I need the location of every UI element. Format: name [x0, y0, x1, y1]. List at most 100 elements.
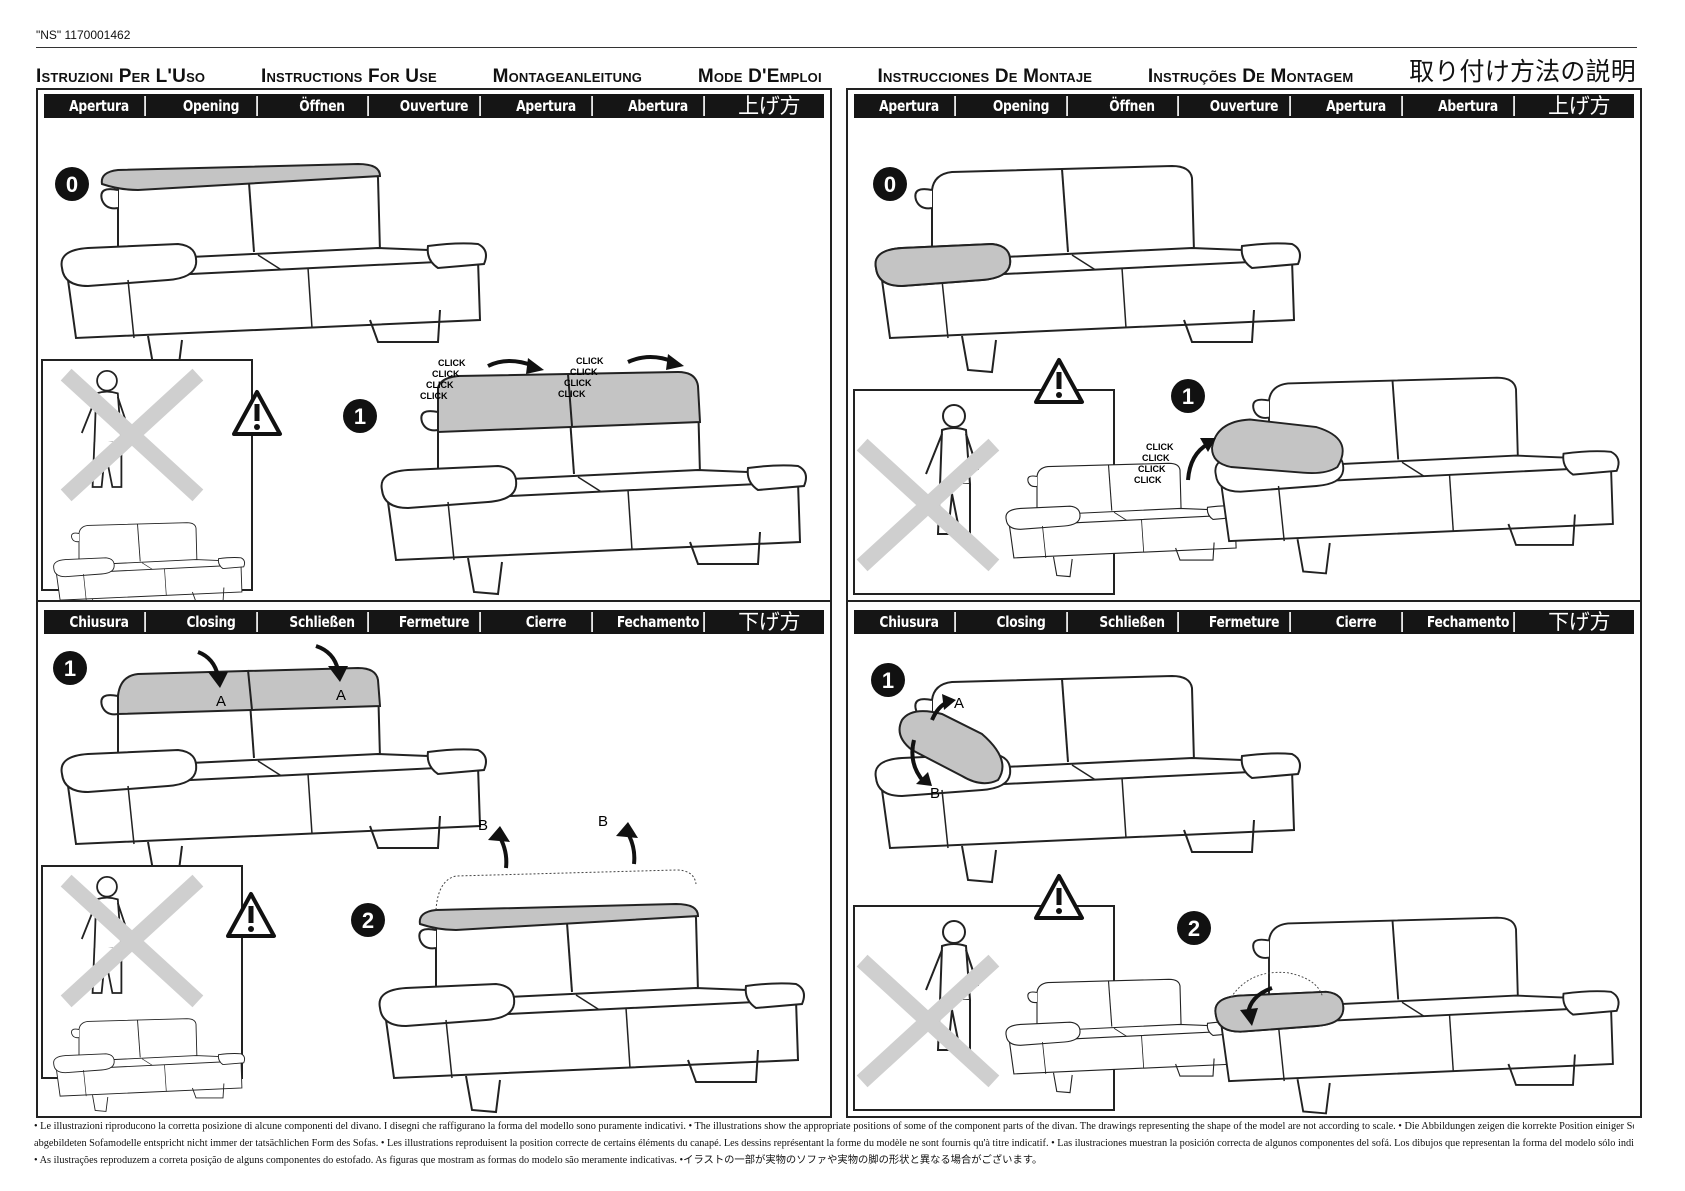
closing-label-fr: Fermeture	[389, 612, 481, 632]
svg-text:A: A	[954, 695, 964, 712]
click-indicator-right: CLICK CLICK CLICK CLICK	[558, 354, 684, 399]
title-de: Montageanleitung	[492, 66, 643, 87]
click-indicator-left: CLICK CLICK CLICK CLICK	[420, 358, 544, 401]
opening-label-it: Apertura	[864, 96, 956, 116]
step-badge-2	[351, 903, 385, 937]
warning-icon-opening	[1034, 358, 1084, 404]
warning-icon-closing	[1034, 874, 1084, 920]
svg-text:CLICK: CLICK	[438, 358, 466, 368]
svg-text:CLICK: CLICK	[558, 389, 586, 399]
closing-label-en: Closing	[166, 612, 258, 632]
arrow-b-right: B	[598, 813, 638, 865]
svg-text:CLICK: CLICK	[420, 391, 448, 401]
opening-headrest-illustration: 0 1 CLICK CLICK CLICK CLICK	[41, 162, 807, 616]
sofa-step1	[1211, 376, 1620, 575]
svg-text:B: B	[930, 785, 940, 802]
svg-text:CLICK: CLICK	[570, 367, 598, 377]
opening-label-pt: Abertura	[613, 96, 705, 116]
panel-closing-headrest: Chiusura Closing Schließen Fermeture Cie…	[36, 600, 832, 1118]
sofa-step0	[874, 165, 1301, 373]
closing-label-bar: Chiusura Closing Schließen Fermeture Cie…	[44, 610, 824, 634]
title-jp: 取り付け方法の説明	[1409, 57, 1636, 86]
opening-label-en: Opening	[976, 96, 1068, 116]
warning-figure-opening	[41, 359, 253, 616]
warning-figure-closing	[41, 865, 246, 1112]
svg-text:B: B	[598, 813, 608, 830]
closing-label-es: Cierre	[1311, 612, 1403, 632]
svg-text:B: B	[478, 817, 488, 834]
step-number-0: 0	[66, 172, 78, 197]
opening-label-jp: 上げ方	[738, 94, 801, 118]
closing-label-de: Schließen	[1087, 612, 1180, 632]
closing-label-it: Chiusura	[864, 612, 956, 632]
opening-label-fr: Ouverture	[1199, 96, 1291, 116]
sofa-step1	[60, 666, 487, 879]
arrow-b-left: B	[478, 817, 510, 869]
opening-label-fr: Ouverture	[389, 96, 481, 116]
closing-armrest-illustration: 1 A B 2	[853, 663, 1620, 1115]
opening-label-bar: Apertura Opening Öffnen Ouverture Apertu…	[44, 94, 824, 118]
step-badge-0	[55, 167, 89, 201]
step-number-0: 0	[884, 172, 896, 197]
arrow-a-left: A	[197, 650, 228, 710]
document-code: "NS" 1170001462	[36, 28, 131, 42]
panel-closing-armrest: Chiusura Closing Schließen Fermeture Cie…	[846, 600, 1642, 1118]
opening-armrest-illustration: 0 1 CLICK CLICK CLICK CLICK	[853, 165, 1620, 595]
arrow-a-armrest: A	[930, 694, 964, 721]
opening-label-pt: Abertura	[1423, 96, 1515, 116]
closing-label-bar-right: Chiusura Closing Schließen Fermeture Cie…	[854, 610, 1634, 634]
opening-label-de: Öffnen	[277, 96, 370, 116]
closing-label-pt: Fechamento	[613, 612, 705, 632]
opening-label-it: Apertura	[54, 96, 146, 116]
svg-text:CLICK: CLICK	[432, 369, 460, 379]
arrow-down-armrest	[1240, 986, 1273, 1026]
svg-text:CLICK: CLICK	[1142, 453, 1170, 463]
click-indicator-armrest: CLICK CLICK CLICK CLICK	[1134, 438, 1216, 485]
warning-figure-opening	[853, 389, 1240, 595]
step-number-1: 1	[354, 404, 366, 429]
step-badge-2	[1177, 911, 1211, 945]
title-fr: Mode D'Emploi	[697, 66, 822, 87]
svg-text:CLICK: CLICK	[1146, 442, 1174, 452]
closing-headrest-illustration: 1 A A 2	[41, 644, 805, 1113]
header-rule	[36, 47, 1637, 48]
title-pt: Instruções De Montagem	[1147, 66, 1354, 87]
opening-label-en: Opening	[166, 96, 258, 116]
panel-opening-armrest: Apertura Opening Öffnen Ouverture Apertu…	[846, 88, 1642, 602]
title-row: Istruzioni Per L'Uso Instructions For Us…	[36, 52, 1636, 88]
footer-line-2: abgebildeten Sofamodelle entspricht nich…	[34, 1138, 1634, 1149]
svg-text:CLICK: CLICK	[1138, 464, 1166, 474]
opening-label-es: Apertura	[501, 96, 593, 116]
closing-label-jp: 下げ方	[738, 610, 801, 634]
panel-opening-headrest: Apertura Opening Öffnen Ouverture Apertu…	[36, 88, 832, 616]
step-number-1: 1	[1182, 384, 1194, 409]
svg-text:A: A	[216, 693, 226, 710]
closing-label-jp: 下げ方	[1548, 610, 1611, 634]
svg-text:CLICK: CLICK	[576, 356, 604, 366]
closing-label-fr: Fermeture	[1199, 612, 1291, 632]
step-badge-1	[343, 399, 377, 433]
sofa-step0	[60, 162, 487, 373]
step-number-2: 2	[362, 908, 374, 933]
closing-label-pt: Fechamento	[1423, 612, 1515, 632]
step-badge-1	[871, 663, 905, 697]
footer-line-1: • Le illustrazioni riproducono la corret…	[34, 1121, 1634, 1132]
opening-label-bar-right: Apertura Opening Öffnen Ouverture Apertu…	[854, 94, 1634, 118]
closing-label-it: Chiusura	[54, 612, 146, 632]
arrow-b-armrest: B	[910, 739, 940, 802]
step-badge-1	[53, 651, 87, 685]
sofa-step1	[380, 370, 807, 595]
svg-text:CLICK: CLICK	[426, 380, 454, 390]
title-en: Instructions For Use	[260, 66, 437, 87]
step-number-1: 1	[64, 656, 76, 681]
opening-label-de: Öffnen	[1087, 96, 1180, 116]
title-es: Instrucciones De Montaje	[877, 66, 1093, 87]
footer-line-3: • As ilustrações reproduzem a correta po…	[34, 1155, 1043, 1166]
svg-text:CLICK: CLICK	[1134, 475, 1162, 485]
title-it: Istruzioni Per L'Uso	[36, 66, 206, 87]
sofa-step2	[1214, 916, 1620, 1115]
opening-label-es: Apertura	[1311, 96, 1403, 116]
closing-label-en: Closing	[976, 612, 1068, 632]
step-number-1: 1	[882, 668, 894, 693]
svg-text:CLICK: CLICK	[564, 378, 592, 388]
